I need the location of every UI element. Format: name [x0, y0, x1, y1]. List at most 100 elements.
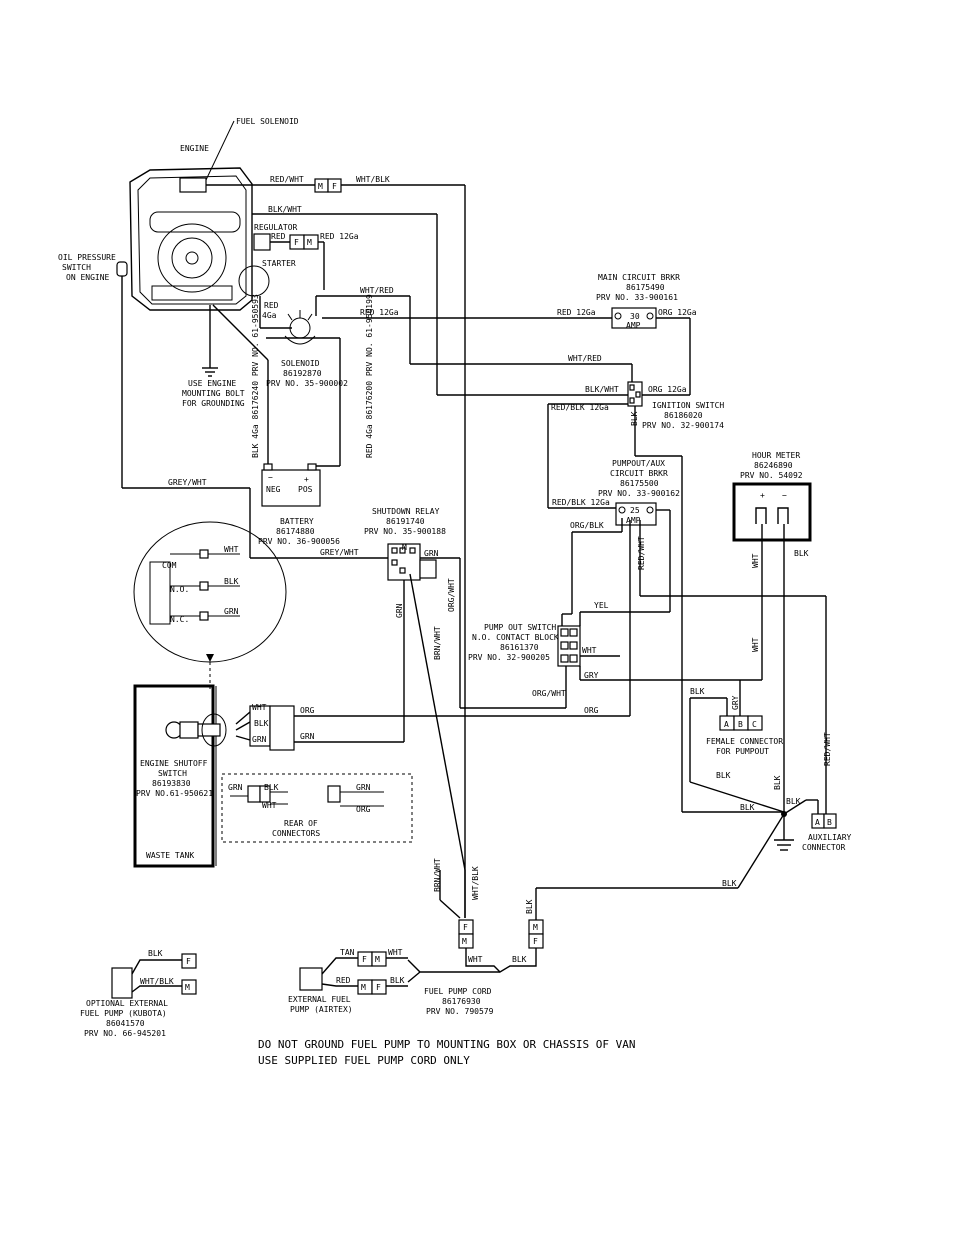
- wire-blk4: BLK 4Ga 86176240 PRV NO. 61-950593: [251, 294, 260, 458]
- battery-minus: −: [268, 473, 273, 482]
- oil-pressure-label-2: SWITCH: [62, 263, 91, 272]
- pumpout-sw-label: PUMP OUT SWITCH: [484, 623, 556, 632]
- shutoff-pn: 86193830: [152, 779, 191, 788]
- battery-label: BATTERY: [280, 517, 314, 526]
- oil-pressure-switch: OIL PRESSURE SWITCH ON ENGINE: [58, 253, 128, 282]
- wire-red-wht-aux: RED/WHT: [823, 732, 832, 766]
- wire-blk-fc-2: BLK: [716, 771, 731, 780]
- battery-prv: PRV NO. 36-900056: [258, 537, 340, 546]
- main-brkr-prv: PRV NO. 33-900161: [596, 293, 678, 302]
- ignition-switch: ORG 12Ga IGNITION SWITCH 86186020 PRV NO…: [547, 381, 724, 812]
- wire-wht-hm: WHT: [751, 553, 760, 568]
- hour-meter-label: HOUR METER: [752, 451, 800, 460]
- wire-red-reg: RED: [271, 232, 286, 241]
- sw-grn: GRN: [252, 735, 267, 744]
- aux-label-2: CONNECTOR: [802, 843, 846, 852]
- fuel-pump-cord: BRN/WHT WHT/BLK F M M F BLK WHT BLK FUEL…: [407, 858, 544, 1016]
- relay-pin-mark: M: [402, 543, 407, 552]
- reg-conn-m: M: [307, 238, 312, 247]
- wire-blk-ep: BLK: [390, 976, 405, 985]
- wire-blk-fc: BLK: [690, 687, 705, 696]
- oil-pressure-label-3: ON ENGINE: [66, 273, 110, 282]
- fp-cord-prv: PRV NO. 790579: [426, 1007, 494, 1016]
- wire-red4-starter: 4Ga: [262, 311, 277, 320]
- shutoff-label: ENGINE SHUTOFF: [140, 759, 208, 768]
- wire-tan: TAN: [340, 948, 355, 957]
- pumpout-amp: AMP: [626, 516, 641, 525]
- external-fuel-pump: TAN RED F M M F WHT BLK EXTERNAL FUEL PU…: [288, 948, 408, 1014]
- opt-pump-prv: PRV NO. 66-945201: [84, 1029, 166, 1038]
- wire-org-wht: ORG/WHT: [532, 689, 566, 698]
- wire-org-sw-2: ORG: [584, 706, 599, 715]
- wire-redblk12-2: RED/BLK 12Ga: [552, 498, 610, 507]
- note-2: USE SUPPLIED FUEL PUMP CORD ONLY: [258, 1054, 470, 1067]
- pumpout-rating: 25: [630, 506, 640, 515]
- ext-pump-label-2: PUMP (AIRTEX): [290, 1005, 353, 1014]
- inset-wht: WHT: [224, 545, 239, 554]
- relay-prv: PRV NO. 35-900188: [364, 527, 446, 536]
- rear-org: ORG: [356, 805, 371, 814]
- fs-conn-f: F: [332, 182, 337, 191]
- pumpout-sw-prv: PRV NO. 32-900205: [468, 653, 550, 662]
- battery-pos: POS: [298, 485, 313, 494]
- wire-org-blk: ORG/BLK: [570, 521, 604, 530]
- inset-no: N.O.: [170, 585, 189, 594]
- fc-pin-b: B: [738, 720, 743, 729]
- wire-wht-blk: WHT/BLK: [356, 175, 390, 184]
- starter: STARTER: [238, 259, 296, 297]
- fp-cord-label: FUEL PUMP CORD: [424, 987, 492, 996]
- fp-cord-pn: 86176930: [442, 997, 481, 1006]
- hour-meter-prv: PRV NO. 54092: [740, 471, 803, 480]
- aux-pin-a: A: [815, 818, 820, 827]
- hour-meter: HOUR METER 86246890 PRV NO. 54092 + − WH…: [580, 451, 812, 812]
- fp-conn-f: F: [463, 923, 468, 932]
- engine: ENGINE FUEL SOLENOID: [129, 117, 299, 311]
- relay-pn: 86191740: [386, 517, 425, 526]
- wire-grey-wht: GREY/WHT: [168, 478, 207, 487]
- oil-pressure-label: OIL PRESSURE: [58, 253, 116, 262]
- ignition-prv: PRV NO. 32-900174: [642, 421, 724, 430]
- main-brkr-rating: 30: [630, 312, 640, 321]
- wire-wht-blk-2: WHT/BLK: [471, 866, 480, 900]
- ignition-pn: 86186020: [664, 411, 703, 420]
- wire-red4: RED 4Ga 86176200 PRV NO. 61-950199: [365, 294, 374, 458]
- pumpout-sw-label-2: N.O. CONTACT BLOCKS: [472, 633, 564, 642]
- notes: DO NOT GROUND FUEL PUMP TO MOUNTING BOX …: [258, 1038, 636, 1067]
- wire-grey-wht-2: GREY/WHT: [320, 548, 359, 557]
- fc-label-2: FOR PUMPOUT: [716, 747, 769, 756]
- wire-red12: RED 12Ga: [360, 308, 399, 317]
- fc-pin-a: A: [724, 720, 729, 729]
- main-brkr-amp: AMP: [626, 321, 641, 330]
- kub-conn-m: M: [185, 983, 190, 992]
- wire-org-sw: ORG: [300, 706, 315, 715]
- main-ground: BLK A B AUXILIARY CONNECTOR BLK: [535, 797, 852, 922]
- ground-note-3: FOR GROUNDING: [182, 399, 245, 408]
- relay-inset: COM N.O. N.C. WHT BLK GRN: [133, 521, 287, 692]
- ep-conn-m-2: M: [361, 983, 366, 992]
- main-brkr-pn: 86175490: [626, 283, 665, 292]
- wire-wht-pos: WHT: [582, 646, 597, 655]
- note-1: DO NOT GROUND FUEL PUMP TO MOUNTING BOX …: [258, 1038, 636, 1051]
- opt-pump-label-2: FUEL PUMP (KUBOTA): [80, 1009, 167, 1018]
- wire-blk-wht-2: BLK/WHT: [585, 385, 619, 394]
- hour-meter-plus: +: [760, 491, 765, 500]
- pumpout-brkr-label-2: CIRCUIT BRKR: [610, 469, 668, 478]
- pumpout-sw-pn: 86161370: [500, 643, 539, 652]
- fc-label: FEMALE CONNECTOR: [706, 737, 783, 746]
- top-wires: RED/WHT M F WHT/BLK BLK/WHT BLK/WHT WHT/…: [206, 175, 633, 918]
- rear-grn: GRN: [228, 783, 243, 792]
- pump-out-switch: PUMP OUT SWITCH N.O. CONTACT BLOCKS 8616…: [468, 518, 832, 814]
- wire-red12-2: RED 12Ga: [557, 308, 596, 317]
- pumpout-aux-breaker: PUMPOUT/AUX CIRCUIT BRKR 86175500 PRV NO…: [598, 459, 680, 612]
- solenoid-pn: 86192870: [283, 369, 322, 378]
- aux-label: AUXILIARY: [808, 833, 852, 842]
- grey-wht-wire: GREY/WHT GREY/WHT: [121, 276, 388, 559]
- wire-brn-wht: BRN/WHT: [433, 626, 442, 660]
- shutoff-connector: WHT BLK GRN ORG ORG GRN: [235, 703, 630, 751]
- optional-fuel-pump: BLK WHT/BLK F M OPTIONAL EXTERNAL FUEL P…: [80, 949, 197, 1038]
- wire-blk-pump: BLK: [722, 879, 737, 888]
- solenoid-label: SOLENOID: [281, 359, 320, 368]
- sw-wht: WHT: [252, 703, 267, 712]
- rear-label: REAR OF: [284, 819, 318, 828]
